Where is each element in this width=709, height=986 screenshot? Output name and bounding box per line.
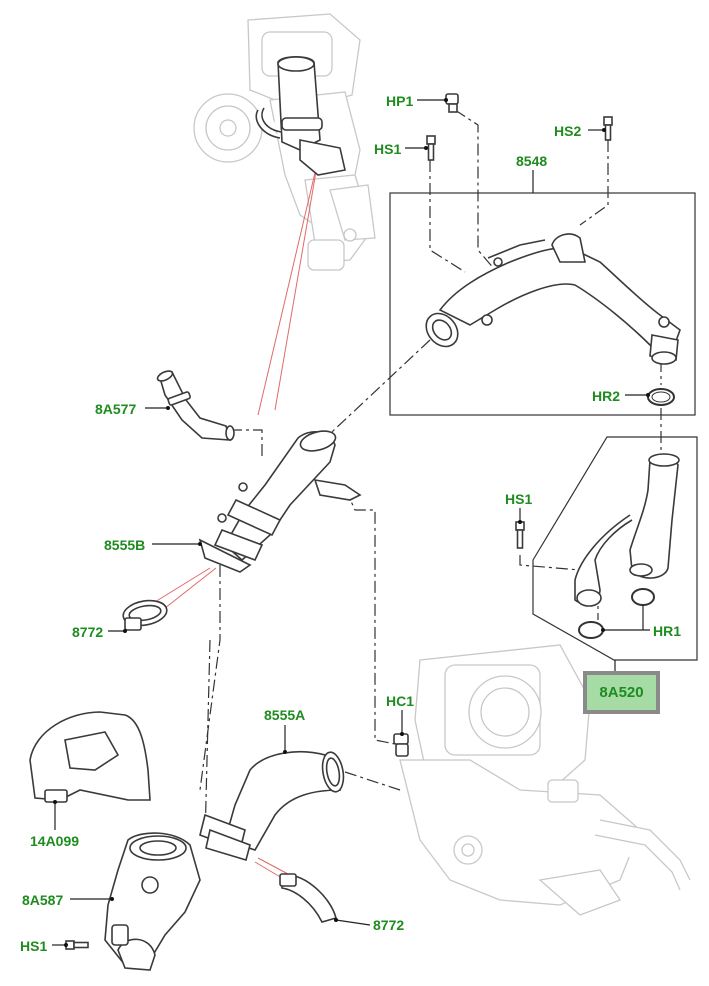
label-hc1[interactable]: HC1	[386, 693, 415, 709]
label-8548[interactable]: 8548	[516, 153, 548, 169]
clip-8772-left	[122, 599, 168, 631]
hose-8555a	[199, 750, 345, 862]
label-hs1-top[interactable]: HS1	[374, 141, 402, 157]
label-leaders	[52, 98, 650, 947]
bolt-hs1-mid	[515, 521, 525, 549]
housing-8a587	[104, 832, 201, 971]
pipe-8a520	[574, 453, 680, 607]
label-8555a[interactable]: 8555A	[264, 707, 306, 723]
red-leaders	[149, 159, 319, 879]
label-8555b[interactable]: 8555B	[104, 537, 146, 553]
cap-hc1	[393, 733, 409, 757]
label-8772-bottom[interactable]: 8772	[373, 917, 405, 933]
pipe-8a577	[156, 370, 235, 441]
hose-8555b	[198, 430, 362, 573]
plug-hp1	[445, 93, 459, 113]
label-hp1[interactable]: HP1	[386, 93, 414, 109]
bolt-hs1-top	[426, 135, 436, 161]
label-hs2[interactable]: HS2	[554, 123, 582, 139]
bracket-14a099	[29, 711, 151, 803]
label-hr1[interactable]: HR1	[653, 623, 682, 639]
label-8a577[interactable]: 8A577	[95, 401, 137, 417]
label-8772-left[interactable]: 8772	[72, 624, 104, 640]
group-box-8a520	[532, 436, 698, 661]
label-hs1-mid[interactable]: HS1	[505, 491, 533, 507]
label-14a099[interactable]: 14A099	[30, 833, 80, 849]
label-8a520-highlighted[interactable]: 8A520	[583, 671, 660, 714]
bolt-hs2	[603, 116, 613, 141]
label-hr2[interactable]: HR2	[592, 388, 621, 404]
seal-hr1-left	[578, 621, 604, 639]
group-box-8548	[389, 192, 696, 416]
label-hs1-bottom[interactable]: HS1	[20, 938, 48, 954]
seal-hr1-right	[631, 588, 655, 606]
clip-8772-bottom	[279, 873, 337, 923]
label-8a587[interactable]: 8A587	[22, 892, 64, 908]
engine-ghost-bottom	[399, 644, 691, 916]
hose-upper-engine	[255, 55, 346, 176]
pipe-8548	[425, 233, 681, 365]
bolt-hs1-bottom	[65, 940, 89, 950]
assembly-lines	[199, 109, 662, 841]
